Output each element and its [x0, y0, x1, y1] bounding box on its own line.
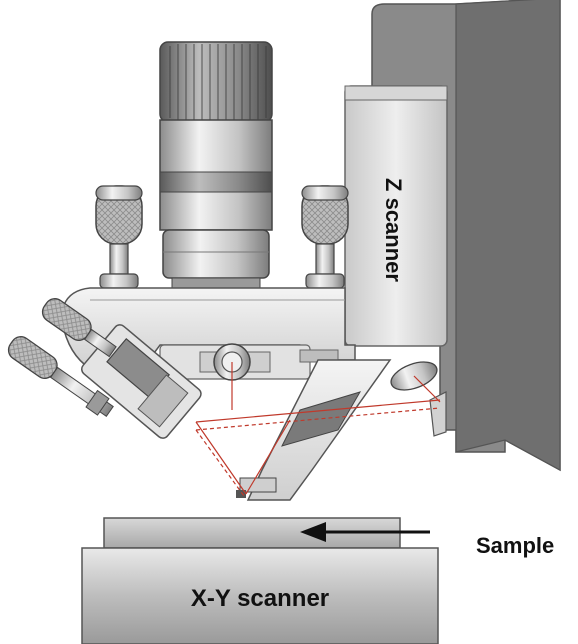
frame-bracket: [371, 0, 561, 472]
xy-scanner-label: X-Y scanner: [191, 585, 329, 612]
right-adjust-knob: [301, 185, 349, 289]
left-adjust-knob: [95, 185, 143, 289]
cantilever-holder: [236, 359, 392, 501]
steering-mirror: [390, 361, 447, 437]
sample-motion-arrow: [300, 522, 430, 542]
sample-label: Sample: [476, 533, 554, 558]
z-scanner-label: Z scanner: [381, 178, 406, 282]
laser-beam-path: [195, 362, 441, 497]
detector-screw-lower: [7, 336, 114, 418]
xy-scanner: X-Y scanner: [81, 547, 439, 644]
z-scanner: Z scanner: [344, 85, 448, 347]
optical-tube: [159, 41, 273, 289]
detector-screw-upper: [41, 298, 117, 358]
